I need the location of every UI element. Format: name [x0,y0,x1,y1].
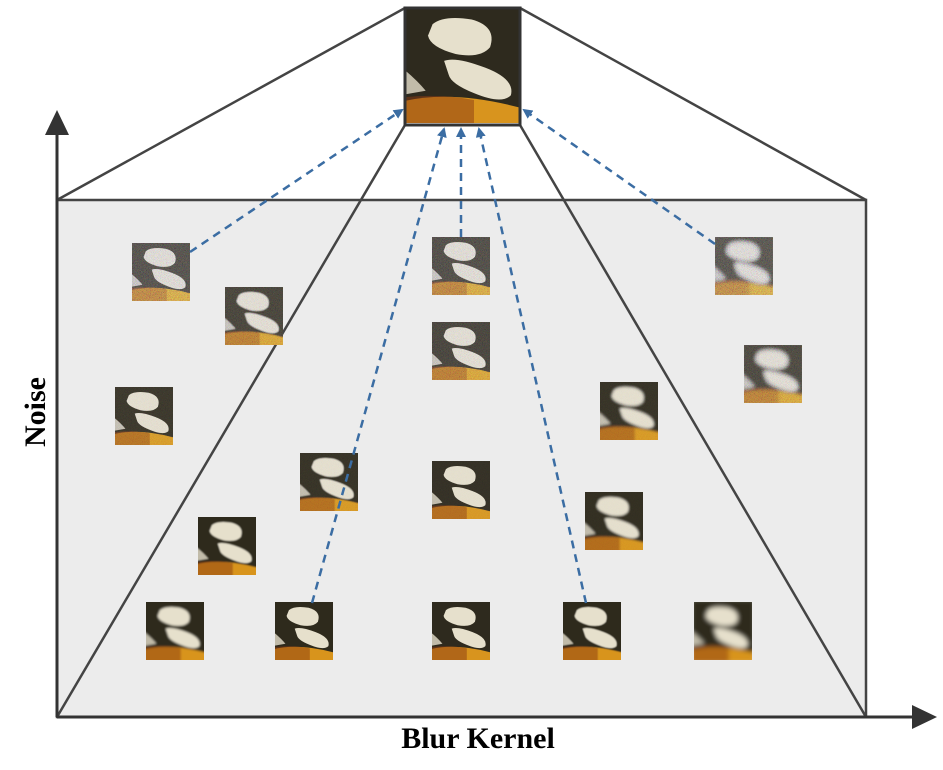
degraded-patch [432,602,490,660]
degraded-patch [115,387,173,445]
clean-patch [405,8,520,123]
frustum-line-left-top [56,6,406,202]
x-axis-arrowhead [912,705,937,729]
degraded-patch [198,517,256,575]
y-axis-label: Noise [19,377,52,447]
y-axis-arrowhead [45,110,69,135]
degraded-patch [600,382,658,440]
degraded-patch [432,237,490,295]
degraded-patch [744,345,802,403]
trapezoid-line-right [518,124,868,718]
degraded-patch [275,602,333,660]
degraded-patches [115,237,802,660]
trapezoid-line-left [55,124,407,718]
mapping-arrows [189,108,716,604]
mapping-arrow [189,108,404,254]
mapping-arrow [310,127,447,604]
x-axis-label: Blur Kernel [401,722,555,755]
clean-patch-group [403,6,522,127]
degraded-patch [225,287,283,345]
mapping-arrow [522,108,716,246]
degraded-patch [715,237,773,295]
frustum-line-right-top [519,6,867,202]
degraded-patch [132,243,190,301]
degraded-patch [694,602,752,660]
degraded-patch [300,453,358,511]
clean-patch-border [403,6,522,127]
degraded-patch [432,461,490,519]
degraded-patch [585,492,643,550]
degraded-patch [146,602,204,660]
degraded-patch [432,322,490,380]
degraded-patch [563,602,621,660]
mapping-arrow [475,127,588,604]
